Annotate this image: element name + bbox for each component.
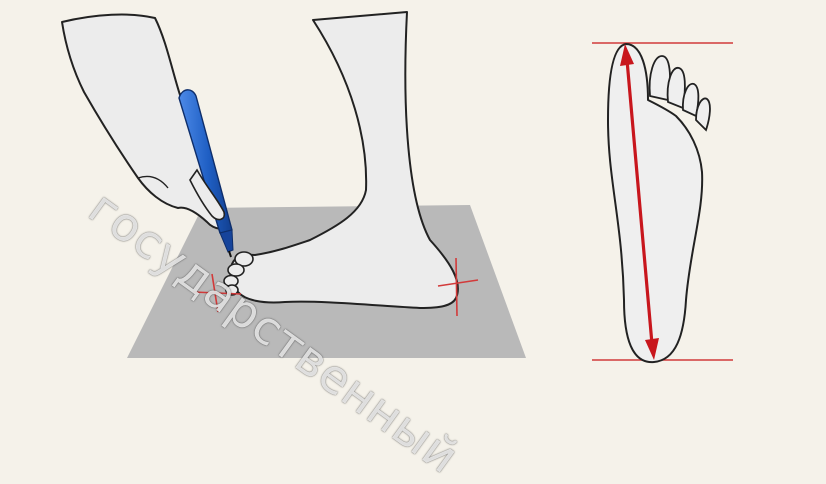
- right-panel-foot-outline: [592, 43, 733, 362]
- left-panel-scene: [62, 12, 526, 358]
- illustration-canvas: [0, 0, 826, 405]
- foot-measurement-illustration: государственный: [0, 0, 826, 405]
- leg-and-foot: [230, 12, 458, 308]
